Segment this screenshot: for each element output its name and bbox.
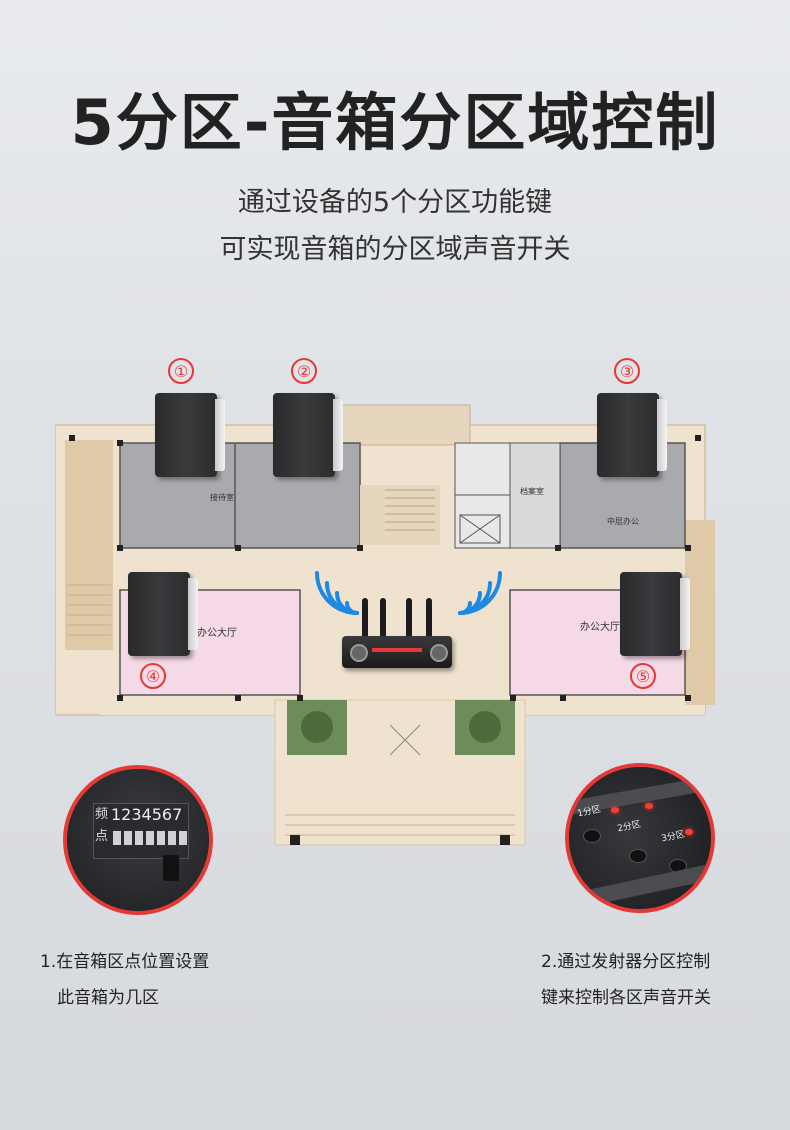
page-title: 5分区-音箱分区域控制: [70, 86, 720, 159]
speaker-zone-1: [155, 393, 225, 477]
caption-right-line-1: 2.通过发射器分区控制: [541, 952, 711, 972]
zone-marker-1: ①: [168, 358, 194, 384]
speaker-zone-5: [620, 572, 690, 656]
zone-marker-3: ③: [614, 358, 640, 384]
caption-right-line-2: 键来控制各区声音开关: [541, 988, 711, 1008]
room-label-hall-right: 办公大厅: [580, 622, 620, 633]
wifi-left-icon: [315, 571, 359, 615]
floor-plan: [55, 404, 715, 846]
wifi-right-icon: [458, 571, 502, 615]
speaker-zone-3: [597, 393, 667, 477]
speaker-freq-closeup: 频 点 1234567: [63, 765, 213, 915]
speaker-zone-4: [128, 572, 198, 656]
caption-left-line-1: 1.在音箱区点位置设置: [40, 952, 210, 972]
subtitle-line-1: 通过设备的5个分区功能键: [237, 187, 553, 218]
zone-marker-2: ②: [291, 358, 317, 384]
room-label-hall-left: 办公大厅: [197, 628, 237, 639]
speaker-zone-2: [273, 393, 343, 477]
subtitle-line-2: 可实现音箱的分区域声音开关: [219, 234, 571, 265]
room-label-archive: 档案室: [520, 487, 544, 496]
zone-marker-5: ⑤: [630, 663, 656, 689]
room-label-mid-office: 中层办公: [607, 517, 639, 526]
caption-left-line-2: 此音箱为几区: [57, 988, 159, 1008]
room-label-reception: 接待室: [210, 493, 234, 502]
dip-switches: [113, 831, 187, 845]
transmitter-buttons-closeup: 1分区 2分区 3分区: [565, 763, 715, 913]
freq-digits: 1234567: [111, 805, 183, 824]
zone-marker-4: ④: [140, 663, 166, 689]
transmitter-device: [342, 598, 452, 673]
freq-label-top: 频: [95, 807, 109, 822]
freq-label-bottom: 点: [95, 829, 109, 844]
